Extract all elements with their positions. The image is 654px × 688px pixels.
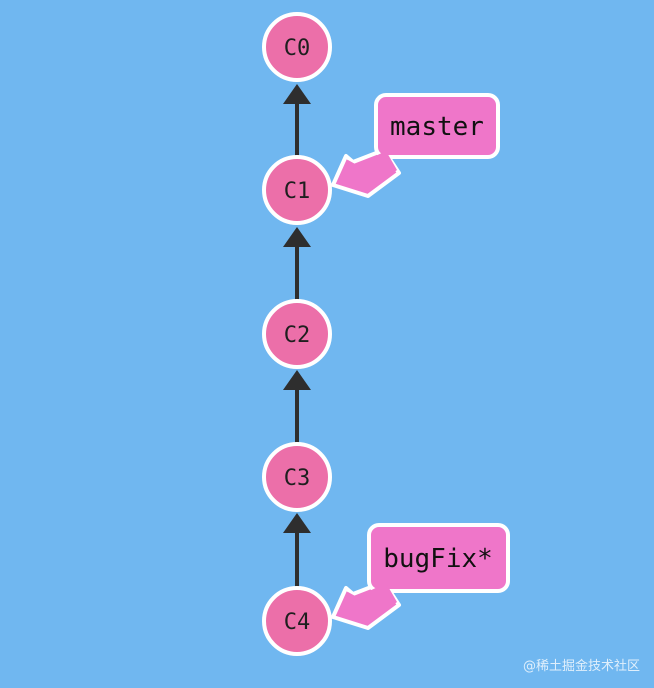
commit-label: C0 [284, 36, 311, 61]
commit-label: C4 [284, 610, 311, 635]
arrowhead-icon [283, 513, 311, 533]
branch-box [374, 93, 500, 159]
branch-tag-master[interactable]: master [331, 93, 500, 198]
branch-box [367, 523, 510, 593]
arrowhead-icon [283, 84, 311, 104]
arrowhead-icon [283, 370, 311, 390]
arrowhead-icon [283, 227, 311, 247]
commit-label: C3 [284, 466, 311, 491]
edge-c4-c3 [283, 513, 311, 588]
commit-node-c3[interactable]: C3 [262, 442, 332, 512]
commit-node-c0[interactable]: C0 [262, 12, 332, 82]
branch-arrow-fill [337, 151, 397, 193]
branch-label: bugFix* [383, 544, 493, 574]
commit-node-c4[interactable]: C4 [262, 586, 332, 656]
edge-c1-c0 [283, 84, 311, 158]
commit-label: C1 [284, 179, 311, 204]
commit-node-c1[interactable]: C1 [262, 155, 332, 225]
branch-tag-bugfix[interactable]: bugFix* [331, 523, 510, 630]
branch-label: master [390, 112, 484, 142]
edge-c3-c2 [283, 370, 311, 444]
edge-c2-c1 [283, 227, 311, 301]
watermark: @稀土掘金技术社区 [522, 659, 640, 674]
commit-label: C2 [284, 323, 311, 348]
commit-node-c2[interactable]: C2 [262, 299, 332, 369]
branch-arrow-fill [337, 583, 397, 625]
